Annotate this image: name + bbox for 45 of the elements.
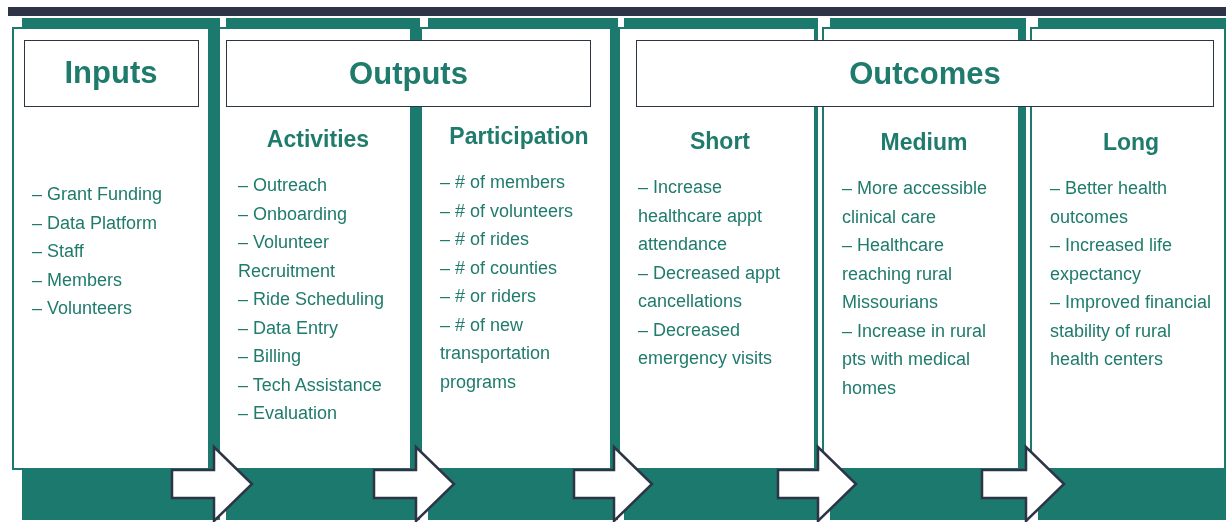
list-item: – Volunteers xyxy=(32,297,134,320)
block-arrow xyxy=(776,444,858,522)
column-heading: Activities xyxy=(266,126,370,153)
section-title: Outcomes xyxy=(849,55,1001,92)
column-heading: Long xyxy=(1102,129,1160,156)
list-item: – Evaluation xyxy=(238,402,339,425)
list-item: – More accessible clinical care xyxy=(842,177,989,229)
list-item: – Volunteer Recruitment xyxy=(238,231,337,283)
list-item: – Onboarding xyxy=(238,202,349,226)
list-item: – Grant Funding xyxy=(32,183,164,206)
block-arrow xyxy=(980,444,1066,522)
list-item: – Staff xyxy=(32,240,85,263)
list-item: – Members xyxy=(32,268,124,292)
block-arrow xyxy=(572,444,654,522)
section-header-box xyxy=(226,40,591,107)
section-title: Inputs xyxy=(64,55,158,91)
list-item: – # of members xyxy=(440,171,567,194)
column-heading: Medium xyxy=(880,129,968,156)
column-heading: Participation xyxy=(449,123,589,150)
column-heading: Short xyxy=(689,128,751,155)
list-item: – Healthcare reaching rural Missourians xyxy=(842,234,954,314)
section-title: Outputs xyxy=(349,55,468,92)
list-item: – Tech Assistance xyxy=(238,373,383,397)
column-panel xyxy=(12,27,210,470)
list-item: – Billing xyxy=(238,345,303,368)
list-item: – # of counties xyxy=(440,256,559,280)
list-item: – # of volunteers xyxy=(440,199,575,223)
block-arrow xyxy=(170,444,254,522)
list-item: – # of rides xyxy=(440,228,531,251)
section-header-box xyxy=(636,40,1214,107)
list-item: – # of new transportation programs xyxy=(440,313,552,394)
list-item: – # or riders xyxy=(440,285,538,308)
list-item: – Increase in rural pts with medical homes xyxy=(842,319,988,400)
list-item: – Better health outcomes xyxy=(1050,177,1169,229)
list-item: – Improved financial stability of rural health centers xyxy=(1050,291,1212,371)
list-item: – Increase healthcare appt attendance xyxy=(638,176,764,256)
list-item: – Increased life expectancy xyxy=(1050,234,1174,286)
list-item: – Ride Scheduling xyxy=(238,288,386,311)
section-header-box xyxy=(23,39,199,107)
list-item: – Decreased appt cancellations xyxy=(638,261,782,313)
list-item: – Decreased emergency visits xyxy=(638,318,774,370)
list-item: – Data Entry xyxy=(238,316,340,340)
block-arrow xyxy=(372,444,456,522)
list-item: – Outreach xyxy=(238,174,329,197)
list-item: – Data Platform xyxy=(32,211,159,235)
